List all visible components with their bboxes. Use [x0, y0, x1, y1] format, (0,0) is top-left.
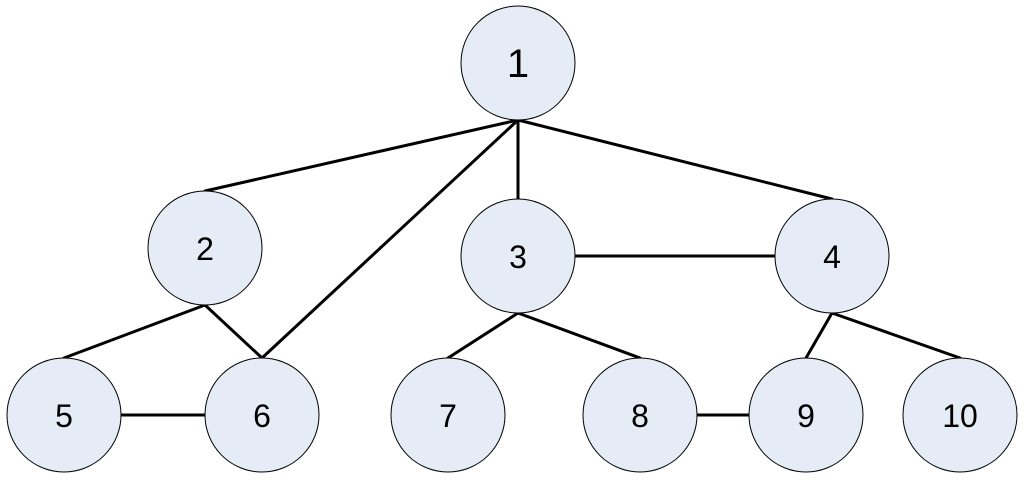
node-10-label: 10: [942, 398, 978, 434]
edge-2-6: [203, 303, 264, 360]
node-4-circle: [774, 198, 890, 314]
edge-1-6: [260, 118, 520, 360]
edge-2-5: [62, 303, 207, 360]
node-10-circle: [902, 357, 1018, 473]
node-4: 4: [774, 198, 890, 314]
node-8: 8: [582, 357, 698, 473]
node-5-label: 5: [55, 398, 73, 434]
node-1: 1: [460, 5, 576, 121]
node-4-label: 4: [823, 239, 841, 275]
edge-3-8: [516, 311, 642, 360]
node-3-circle: [460, 198, 576, 314]
edge-3-7: [446, 311, 520, 360]
node-1-circle: [460, 5, 576, 121]
node-2-circle: [147, 190, 263, 306]
node-8-circle: [582, 357, 698, 473]
node-6: 6: [204, 357, 320, 473]
node-1-label: 1: [507, 42, 529, 86]
node-6-label: 6: [253, 398, 271, 434]
edge-4-10: [830, 311, 962, 360]
node-6-circle: [204, 357, 320, 473]
node-2-label: 2: [196, 231, 214, 267]
node-10: 10: [902, 357, 1018, 473]
node-8-label: 8: [631, 398, 649, 434]
node-9-circle: [748, 357, 864, 473]
nodes-layer: 1 2 3 4 5 6 7 8 9 10: [6, 5, 1018, 473]
node-7-circle: [390, 357, 506, 473]
node-7: 7: [390, 357, 506, 473]
edge-1-2: [203, 118, 520, 193]
node-5-circle: [6, 357, 122, 473]
node-7-label: 7: [439, 398, 457, 434]
node-3: 3: [460, 198, 576, 314]
edge-1-4: [516, 118, 834, 201]
edges-layer: [62, 118, 962, 417]
node-9: 9: [748, 357, 864, 473]
node-3-label: 3: [509, 239, 527, 275]
node-9-label: 9: [797, 398, 815, 434]
node-5: 5: [6, 357, 122, 473]
edge-4-9: [804, 311, 834, 360]
node-2: 2: [147, 190, 263, 306]
